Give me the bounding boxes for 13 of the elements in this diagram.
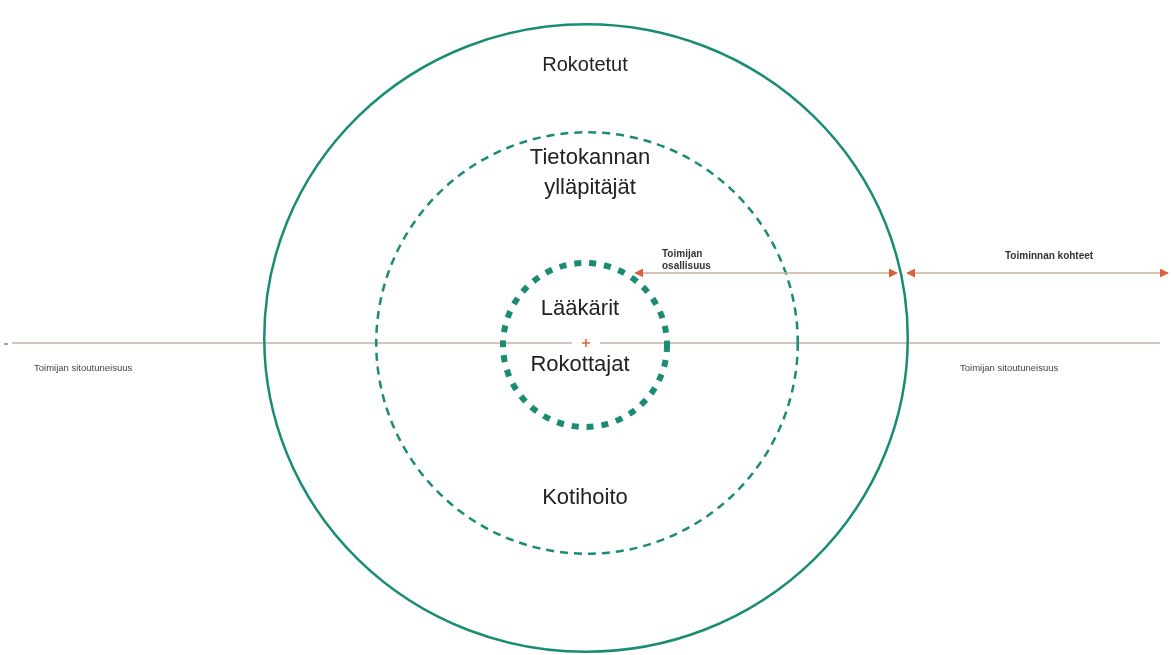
double-arrow	[906, 268, 1169, 278]
ring-label: Rokottajat	[530, 350, 630, 379]
dashed-circle	[375, 131, 799, 555]
ring-label: Tietokannan ylläpitäjät	[528, 143, 652, 201]
axis-label: Toimijan sitoutuneisuus	[34, 362, 133, 373]
ring-label: Rokotetut	[542, 51, 628, 77]
double-arrow	[634, 268, 898, 278]
ring-label: Lääkärit	[540, 294, 620, 323]
ring-label: Kotihoito	[542, 483, 628, 512]
outer-circle	[263, 23, 909, 653]
edge-label: Toiminnan kohteet	[1005, 250, 1094, 262]
axis-label: Toimijan sitoutuneisuus	[960, 362, 1059, 373]
edge-label: Toimijan osallisuus	[662, 248, 712, 272]
